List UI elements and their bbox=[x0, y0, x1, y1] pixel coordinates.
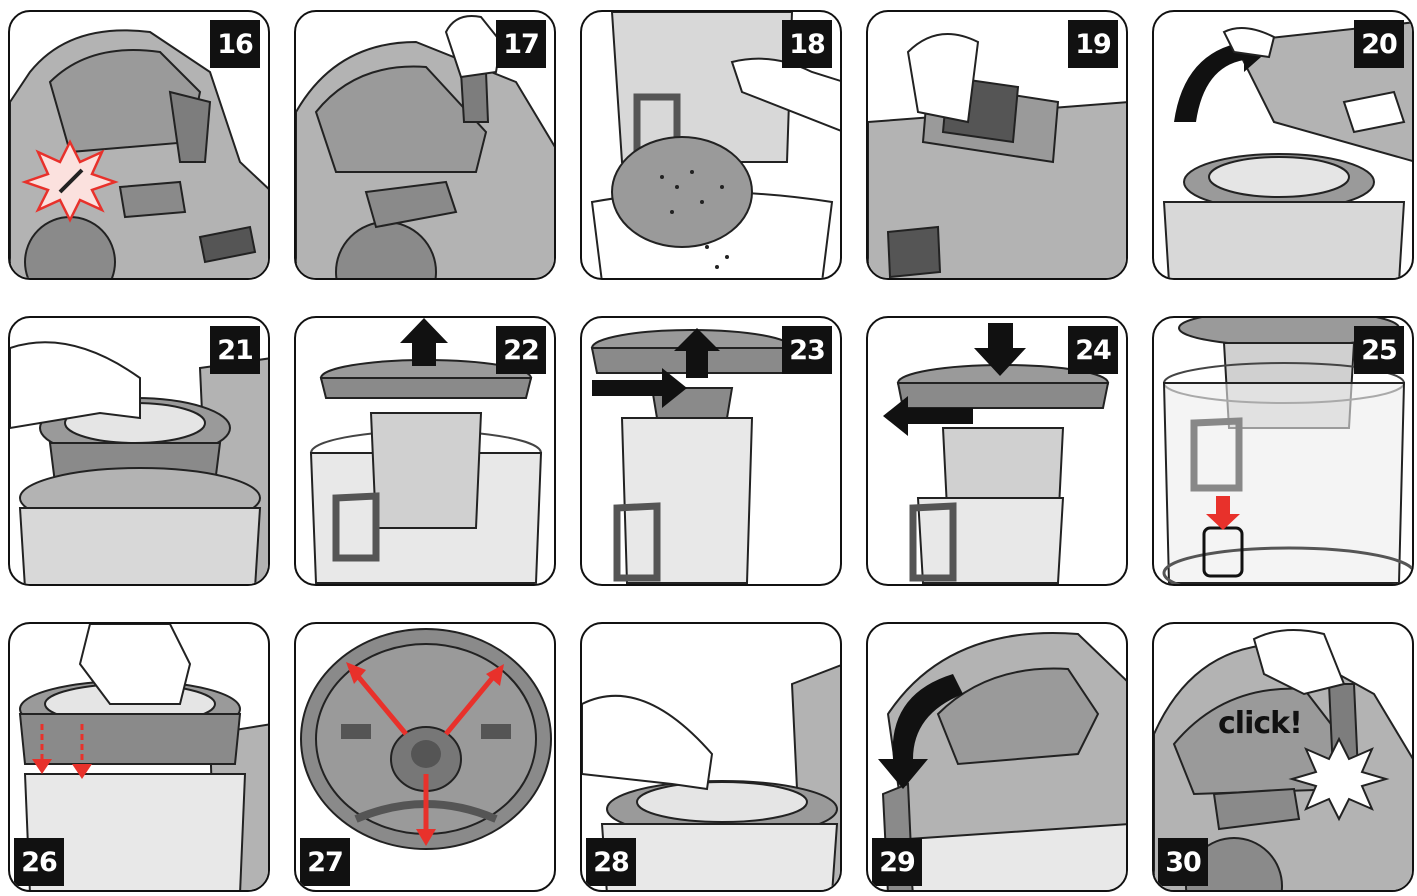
step-panel-16: 16 bbox=[8, 10, 270, 280]
hand-icon bbox=[10, 342, 140, 428]
click-label: click! bbox=[1218, 706, 1302, 741]
step-number: 19 bbox=[1068, 20, 1118, 68]
step-panel-17: 17 bbox=[294, 10, 556, 280]
arrow-up-icon bbox=[400, 318, 448, 366]
step-number: 26 bbox=[14, 838, 64, 886]
explosion-icon bbox=[1292, 739, 1386, 819]
step-panel-24: 24 bbox=[866, 316, 1128, 586]
step-number: 21 bbox=[210, 326, 260, 374]
step-number: 23 bbox=[782, 326, 832, 374]
step-number: 27 bbox=[300, 838, 350, 886]
step-number: 24 bbox=[1068, 326, 1118, 374]
step-number: 20 bbox=[1354, 20, 1404, 68]
step-panel-23: 23 bbox=[580, 316, 842, 586]
step-panel-18: 18 bbox=[580, 10, 842, 280]
step-number: 22 bbox=[496, 326, 546, 374]
step-number: 28 bbox=[586, 838, 636, 886]
step-panel-21: 21 bbox=[8, 316, 270, 586]
step-panel-22: 22 bbox=[294, 316, 556, 586]
step-number: 18 bbox=[782, 20, 832, 68]
step-panel-30: click! 30 bbox=[1152, 622, 1414, 892]
step-panel-27: 27 bbox=[294, 622, 556, 892]
step-panel-25: 25 bbox=[1152, 316, 1414, 586]
step-panel-20: 20 bbox=[1152, 10, 1414, 280]
step-number: 30 bbox=[1158, 838, 1208, 886]
step-panel-29: 29 bbox=[866, 622, 1128, 892]
step-number: 16 bbox=[210, 20, 260, 68]
step-panel-19: 19 bbox=[866, 10, 1128, 280]
hand-icon bbox=[582, 696, 712, 789]
step-number: 25 bbox=[1354, 326, 1404, 374]
step-number: 17 bbox=[496, 20, 546, 68]
step-panel-28: 28 bbox=[580, 622, 842, 892]
step-panel-26: 26 bbox=[8, 622, 270, 892]
hand-icon bbox=[908, 34, 978, 122]
step-number: 29 bbox=[872, 838, 922, 886]
explosion-icon bbox=[25, 142, 115, 220]
